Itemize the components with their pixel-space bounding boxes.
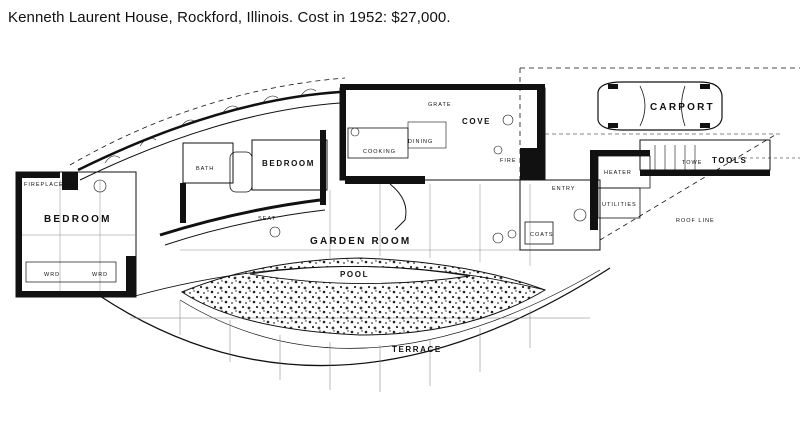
- west-bedroom-thick-wall: [16, 172, 60, 297]
- bedroom-wing-inner-curve-2: [164, 209, 326, 246]
- core-thick-wall: [340, 84, 545, 180]
- west-bottom-wall: [16, 291, 136, 297]
- utilities-room: [597, 187, 641, 219]
- entry-block: [519, 179, 601, 251]
- bath-room: [182, 142, 234, 184]
- carport-dashed-outline: [519, 67, 800, 180]
- plan-caption: Kenneth Laurent House, Rockford, Illinoi…: [8, 9, 451, 26]
- tools-wall: [640, 170, 770, 176]
- west-closet-wall: [126, 256, 136, 296]
- wardrobe-west: [25, 261, 117, 283]
- utilities-l-wall: [590, 150, 650, 156]
- fireplace-core: [520, 148, 545, 180]
- utilities-wall: [590, 150, 598, 230]
- label-cove: COVE: [462, 117, 491, 126]
- label-tools: TOOLS: [712, 156, 747, 165]
- label-bedroom-mid: BEDROOM: [262, 159, 315, 168]
- label-utilities: UTILITIES: [602, 202, 637, 208]
- label-bedroom-west: BEDROOM: [44, 214, 112, 225]
- label-pool: POOL: [340, 270, 369, 279]
- label-grate: GRATE: [428, 102, 452, 108]
- mid-wall-1: [180, 183, 186, 223]
- west-bedroom-wall: [15, 171, 137, 298]
- terrace-outline: [99, 267, 611, 367]
- mid-bedroom: [251, 139, 328, 191]
- stool-1: [350, 127, 360, 137]
- label-roof-line: ROOF LINE: [676, 218, 715, 224]
- tools-stairs: [654, 145, 696, 170]
- core-south-shape: [389, 183, 407, 231]
- garden-room-glass: [134, 265, 546, 297]
- mid-wall-2: [320, 130, 326, 205]
- label-coats: COATS: [530, 232, 554, 238]
- gallery-window-arcs: [104, 88, 317, 164]
- stool-3: [493, 145, 503, 155]
- tools-storage: [639, 139, 771, 171]
- label-fireplace-west: FIREPLACE: [24, 182, 64, 188]
- core-hearth: [345, 176, 425, 184]
- label-fire: FIRE: [500, 158, 517, 164]
- stool-2: [502, 114, 514, 126]
- label-terrace: TERRACE: [392, 345, 442, 354]
- label-towe: TOWE: [682, 160, 702, 166]
- core-east-wall: [537, 84, 545, 154]
- kitchen-counter-2: [407, 121, 447, 149]
- planting-circles: [93, 179, 587, 244]
- car-icon: [597, 81, 723, 131]
- label-cooking: COOKING: [363, 149, 396, 155]
- label-bath: BATH: [196, 166, 214, 172]
- gallery-inner-curve: [79, 102, 341, 181]
- bedroom-wing-inner-curve: [159, 198, 321, 237]
- gallery-outer-curve: [77, 90, 341, 172]
- label-heater: HEATER: [604, 170, 632, 176]
- roof-line-dashed: [599, 134, 776, 241]
- label-wardrobe-1: WRD: [44, 272, 60, 278]
- label-entry: ENTRY: [552, 186, 576, 192]
- label-carport: CARPORT: [650, 102, 715, 113]
- gallery-dashed-roof: [69, 77, 346, 166]
- label-seat: SEAT: [258, 216, 276, 222]
- garden-room-grid: [180, 184, 540, 266]
- label-wardrobe-2: WRD: [92, 272, 108, 278]
- fireplace-mass-west: [62, 172, 78, 190]
- coats-closet: [524, 221, 554, 245]
- label-dining: DINING: [408, 139, 433, 145]
- label-garden-room: GARDEN ROOM: [310, 236, 411, 247]
